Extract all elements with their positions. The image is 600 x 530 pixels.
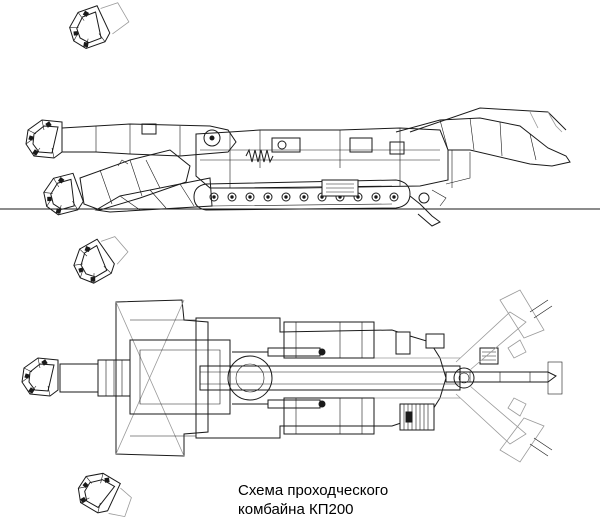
- hydraulic-cylinders: [232, 347, 326, 409]
- plan-view: [21, 236, 563, 518]
- cutting-head-lowered: [37, 170, 86, 220]
- crawler-track: [193, 179, 411, 211]
- side-view: [0, 2, 600, 227]
- boom-arm-lower: [79, 149, 191, 211]
- plan-conveyor: [199, 365, 461, 391]
- plan-loading-apron: [115, 299, 209, 457]
- caption-line-1: Схема проходческого: [238, 482, 389, 499]
- spring: [245, 148, 274, 164]
- track-rollers: [209, 192, 399, 202]
- plan-motor: [399, 403, 435, 431]
- upper-cutting-head: [63, 2, 130, 55]
- plan-rear-conveyor: [445, 371, 557, 383]
- plan-cutting-head: [21, 357, 59, 397]
- caption: Схема проходческого комбайна КП200: [238, 481, 438, 519]
- loading-apron: [94, 177, 213, 213]
- plan-cutting-head-upper: [66, 236, 129, 290]
- rear-conveyor: [395, 117, 571, 167]
- caption-line-2: комбайна КП200: [238, 501, 354, 518]
- turntable: [227, 355, 273, 401]
- plan-cutting-head-lower: [71, 466, 132, 518]
- cutting-head-raised: [25, 119, 63, 159]
- machine-body: [195, 127, 449, 189]
- plan-boom: [59, 363, 99, 393]
- boom-arm-upper: [61, 123, 237, 157]
- plan-chassis: [195, 317, 447, 439]
- rear-stabilizer: [409, 195, 441, 227]
